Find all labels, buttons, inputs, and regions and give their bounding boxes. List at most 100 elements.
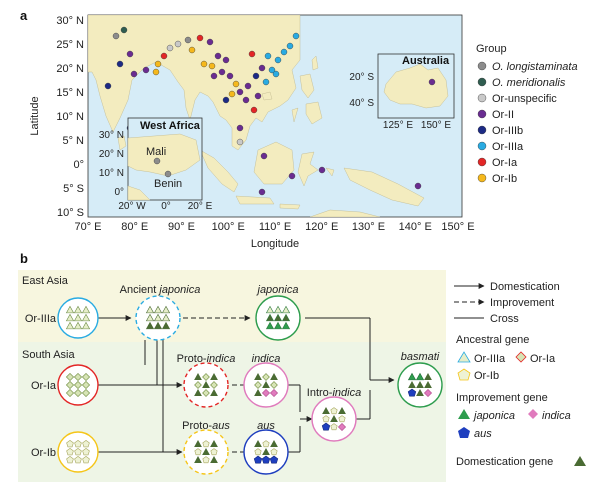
triangle-icon [81, 321, 91, 330]
triangle-icon [281, 313, 291, 322]
x-tick: 70° E [74, 221, 101, 233]
legend-ancestral-title: Ancestral gene [456, 334, 529, 346]
pentagon-icon [457, 368, 471, 381]
label-intro-indica: Intro-indica [307, 387, 361, 399]
west-africa-place-benin: Benin [154, 178, 182, 190]
x-tick: 110° E [259, 221, 291, 233]
triangle-icon [424, 380, 432, 389]
pentagon-icon [270, 448, 278, 456]
triangle-icon [330, 414, 338, 423]
y-tick: 25° N [56, 39, 84, 51]
triangle-icon [194, 455, 202, 464]
x-tick: 140° E [399, 221, 432, 233]
y-tick: 10° N [56, 111, 84, 123]
triangle-icon [254, 439, 262, 448]
diamond-icon [202, 389, 210, 397]
australia-ytick: 40° S [349, 98, 374, 109]
triangle-icon [416, 380, 424, 389]
triangle-icon [270, 439, 278, 448]
legend-ancestral-or1b: Or-Ib [474, 370, 499, 382]
triangle-icon [281, 305, 291, 314]
triangle-icon [458, 409, 470, 419]
triangle-icon [153, 313, 163, 322]
legend-item-label: Or-unspecific [492, 93, 557, 105]
triangle-icon [194, 388, 202, 397]
x-axis-ticks: 70° E 80° E 90° E 100° E 110° E 120° E 1… [74, 221, 474, 233]
legend-swatch [477, 157, 487, 167]
triangle-icon [281, 321, 291, 330]
legend-swatch [477, 173, 487, 183]
pentagon-icon [253, 455, 263, 464]
x-tick: 120° E [305, 221, 338, 233]
triangle-icon [415, 372, 425, 381]
triangle-icon [273, 321, 283, 330]
triangle-icon [153, 321, 163, 330]
x-tick: 130° E [352, 221, 385, 233]
triangle-icon [65, 305, 75, 314]
australia-title: Australia [402, 55, 450, 67]
y-tick: 5° S [63, 183, 84, 195]
label-ancient-japonica: Ancient japonica [120, 284, 201, 296]
pentagon-icon [262, 440, 270, 448]
australia-ytick: 20° S [349, 72, 374, 83]
triangle-icon [416, 388, 424, 397]
legend-item-label: Or-Ia [492, 157, 518, 169]
legend-domestication-title: Domestication gene [456, 456, 553, 468]
diamond-icon [254, 381, 262, 389]
diamond-icon [73, 372, 83, 382]
west-africa-place-mali: Mali [146, 146, 166, 158]
label-indica: indica [252, 353, 281, 365]
triangle-icon [145, 313, 155, 322]
legend-swatch [477, 109, 487, 119]
west-africa-ytick: 0° [114, 187, 124, 198]
triangle-icon [457, 351, 471, 363]
diamond-icon [261, 388, 271, 398]
pentagon-icon [210, 448, 218, 456]
pentagon-icon [407, 388, 417, 397]
label-proto-aus: Proto-aus [182, 420, 230, 432]
triangle-icon [145, 321, 155, 330]
panel-a-letter: a [20, 8, 28, 23]
triangle-icon [194, 372, 202, 381]
diamond-icon [423, 388, 433, 398]
triangle-icon [262, 380, 270, 389]
diamond-icon [73, 380, 83, 390]
pentagon-icon [82, 456, 90, 464]
triangle-icon [73, 305, 83, 314]
pentagon-icon [261, 455, 271, 464]
triangle-icon [265, 305, 275, 314]
legend-improvement-japonica: japonica [472, 410, 515, 422]
triangle-icon [322, 406, 330, 415]
triangle-icon [73, 313, 83, 322]
pentagon-icon [194, 448, 202, 456]
panel-b-letter: b [20, 251, 28, 266]
pentagon-icon [202, 440, 210, 448]
west-africa-ytick: 20° N [99, 149, 124, 160]
legend-ancestral-or1a: Or-Ia [530, 353, 556, 365]
x-tick: 90° E [168, 221, 195, 233]
x-tick: 150° E [441, 221, 474, 233]
diamond-icon [65, 372, 75, 382]
pentagon-icon [254, 448, 262, 456]
pentagon-icon [330, 407, 338, 415]
diamond-icon [81, 380, 91, 390]
triangle-icon [194, 439, 202, 448]
legend-swatch [477, 141, 487, 151]
triangle-icon [161, 313, 171, 322]
nodes-layer [57, 295, 443, 475]
y-tick: 10° S [57, 207, 84, 219]
west-africa-ytick: 10° N [99, 168, 124, 179]
legend-swatch [477, 125, 487, 135]
legend-item-label: O. meridionalis [492, 77, 566, 89]
legend-improvement-indica: indica [542, 410, 571, 422]
legend-item-label: Or-II [492, 109, 514, 121]
triangle-icon [254, 372, 262, 381]
triangle-icon [202, 447, 210, 456]
triangle-icon [408, 380, 416, 389]
source-label-or3a: Or-IIIa [25, 313, 57, 325]
pentagon-icon [330, 423, 338, 431]
label-aus: aus [257, 420, 275, 432]
pentagon-icon [66, 448, 74, 456]
legend-improvement-title: Improvement gene [456, 392, 548, 404]
triangle-icon [145, 305, 155, 314]
